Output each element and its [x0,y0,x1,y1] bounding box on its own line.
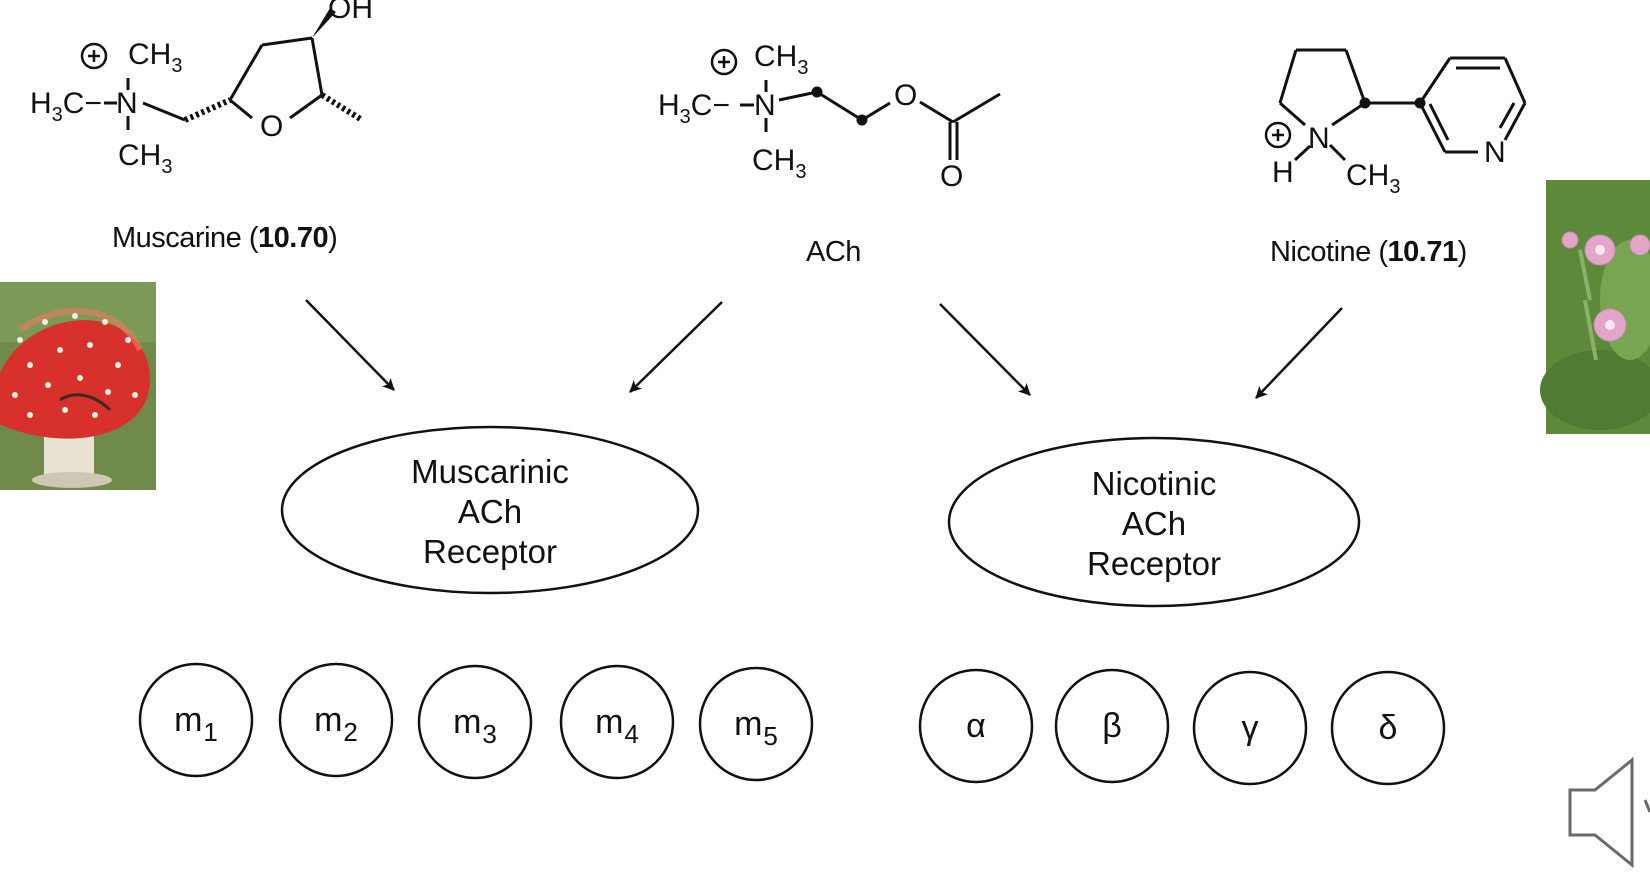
muscarine-oh: OH [328,0,373,25]
arrow-muscarine-to-muscarinic [305,299,395,391]
subunit-beta: β [1102,707,1122,745]
ach-structure [710,48,1001,160]
muscarine-structure [80,8,364,130]
nicotine-n-pyrrolidine: N [1308,122,1330,155]
muscarinic-receptor-label: Muscarinic ACh Receptor [380,452,600,572]
arrow-ach-to-muscarinic [629,301,723,393]
muscarine-ring-o: O [260,110,283,143]
speaker-icon[interactable] [1568,756,1650,869]
subtype-m2: m2 [314,701,358,747]
beta-circle [1054,668,1170,784]
muscarine-ch3-top: CH3 [128,38,182,77]
nicotine-n-pyridine: N [1484,136,1506,169]
ach-atom-labels: CH3 H3C− N CH3 O O [658,40,963,193]
subtype-m5: m5 [734,705,778,751]
tobacco-photo [1540,180,1650,434]
mushroom-photo [0,282,156,490]
nicotine-ch3: CH3 [1346,159,1400,198]
ach-ch3-bottom: CH3 [752,144,806,183]
muscarine-ch3-bottom: CH3 [118,139,172,178]
subtype-circles [138,662,1446,786]
arrow-nicotine-to-nicotinic [1255,307,1343,399]
subunit-alpha: α [966,707,986,745]
nicotinic-line3: Receptor [1087,545,1221,582]
nicotinic-receptor-ellipse [947,436,1361,608]
m3-circle [417,664,533,780]
ach-ch3-top: CH3 [754,40,808,79]
ach-carbonyl-o: O [940,160,963,193]
nicotine-atom-labels: N H CH3 N [1272,122,1506,198]
arrows [305,299,1343,399]
muscarinic-receptor-ellipse [280,425,700,595]
muscarine-label: Muscarine (10.70) [112,222,338,254]
ach-label: ACh [806,236,861,268]
nicotine-label: Nicotine (10.71) [1270,236,1467,268]
muscarinic-line1: Muscarinic [411,453,569,490]
subunit-delta: δ [1378,709,1398,747]
muscarinic-line3: Receptor [423,533,557,570]
m2-circle [278,662,394,778]
arrow-ach-to-nicotinic [939,303,1031,396]
nicotinic-line1: Nicotinic [1091,465,1217,502]
subtype-m1: m1 [174,701,218,747]
nicotinic-line2: ACh [1121,505,1187,542]
muscarinic-line2: ACh [457,493,523,530]
m1-circle [138,662,254,778]
muscarine-n: N [116,87,138,120]
nicotine-h: H [1272,156,1294,189]
muscarine-atom-labels: CH3 H3C− N CH3 O OH [30,0,373,178]
nicotinic-receptor-label: Nicotinic ACh Receptor [1044,464,1264,584]
muscarine-h3c: H3C− [30,87,102,126]
delta-circle [1330,670,1446,786]
alpha-circle [918,668,1034,784]
ach-h3c: H3C− [658,89,730,128]
subtype-m3: m3 [453,703,497,749]
gamma-circle [1192,670,1308,786]
ach-ester-o: O [894,79,917,112]
nicotine-structure [1264,48,1527,162]
m5-circle [698,666,814,782]
ach-n: N [754,89,776,122]
subunit-gamma: γ [1241,709,1259,747]
m4-circle [559,664,675,780]
subtype-m4: m4 [595,703,639,749]
